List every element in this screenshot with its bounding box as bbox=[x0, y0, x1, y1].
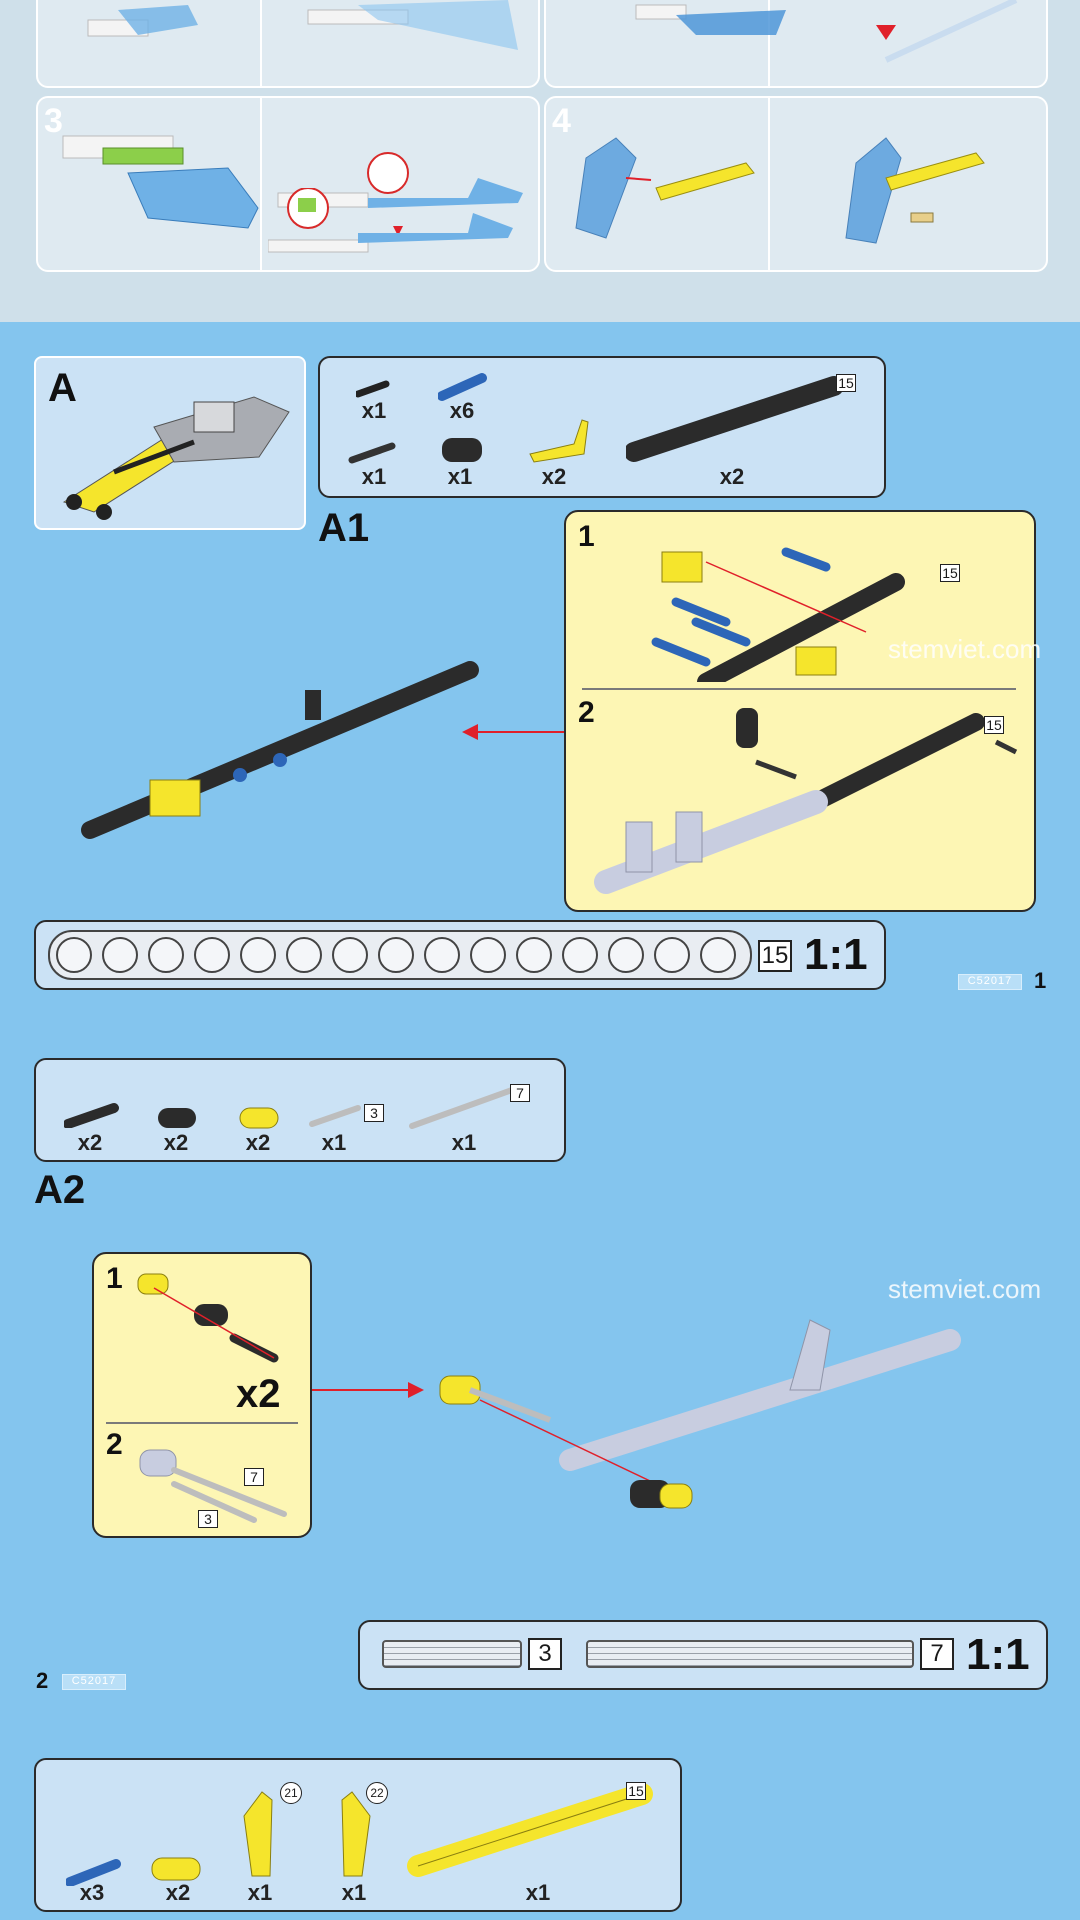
a1-assembly-illustration bbox=[81, 661, 479, 839]
part-icon-yellow-beam bbox=[407, 1783, 653, 1877]
step-divider bbox=[260, 0, 262, 86]
axle-size-box: 3 bbox=[364, 1104, 384, 1122]
part-qty: x2 bbox=[245, 1130, 271, 1155]
substep-1-illustration bbox=[651, 547, 905, 682]
a2-assembly-illustration bbox=[439, 1319, 961, 1509]
scale-label: 1:1 bbox=[804, 930, 868, 979]
part-qty: x2 bbox=[163, 1130, 189, 1155]
substep-1-number: 1 bbox=[578, 520, 595, 553]
scale-size-box: 7 bbox=[920, 1638, 954, 1670]
scale-size-box: 15 bbox=[758, 940, 792, 972]
beam-size-box: 15 bbox=[940, 564, 960, 582]
step-divider bbox=[768, 98, 770, 270]
axle-size-box: 3 bbox=[198, 1510, 218, 1528]
a1-substeps-panel: 1 15 2 15 bbox=[564, 510, 1036, 912]
step-number: 4 bbox=[552, 102, 571, 140]
part-qty: x1 bbox=[451, 1130, 477, 1155]
part-icon-black-beam bbox=[626, 376, 844, 462]
watermark: stemviet.com bbox=[888, 1274, 1042, 1304]
scale-beam-image bbox=[48, 930, 752, 980]
substep-1-illustration bbox=[137, 1273, 279, 1363]
watermark: stemviet.com bbox=[888, 634, 1042, 664]
model-a-preview: A bbox=[34, 356, 306, 530]
a2-substeps-panel: 1 x2 2 7 3 bbox=[92, 1252, 312, 1538]
beam-size-box: 15 bbox=[626, 1782, 646, 1800]
part-icon-axle-7 bbox=[409, 1087, 515, 1129]
parts-list-next: x3 x2 21 x1 22 x1 15 x1 bbox=[34, 1758, 682, 1912]
substep-multiplier: x2 bbox=[236, 1372, 281, 1416]
substep-divider bbox=[582, 688, 1016, 690]
step-divider bbox=[260, 98, 262, 270]
step-4-illustration bbox=[575, 137, 985, 244]
axle-size-box: 7 bbox=[510, 1084, 530, 1102]
step-box-3: 3 bbox=[36, 96, 540, 272]
step-illustration bbox=[87, 0, 518, 50]
part-qty: x1 bbox=[447, 464, 473, 489]
beam-holes bbox=[56, 937, 736, 973]
substep-2-number: 2 bbox=[106, 1428, 123, 1461]
step-a1-label: A1 bbox=[318, 506, 370, 550]
substep-2-illustration bbox=[594, 708, 1018, 894]
product-code: C52017 bbox=[62, 1674, 126, 1690]
section-a-label: A bbox=[48, 366, 77, 410]
step-box-4: 4 bbox=[544, 96, 1048, 272]
product-code: C52017 bbox=[958, 974, 1022, 990]
part-qty: x2 bbox=[541, 464, 567, 489]
page-number: 2 bbox=[36, 1668, 49, 1693]
part-qty: x1 bbox=[321, 1130, 347, 1155]
scale-axle-7-image bbox=[586, 1640, 914, 1668]
part-qty: x2 bbox=[719, 464, 745, 489]
part-icon-blue-pin bbox=[66, 1859, 121, 1886]
scale-size-box: 3 bbox=[528, 1638, 562, 1670]
part-icon-connector bbox=[158, 1108, 196, 1128]
beam-size-box: 15 bbox=[836, 374, 856, 392]
parts-list-a2: x2 x2 x2 3 x1 7 x1 bbox=[34, 1058, 566, 1162]
part-icon-axle-3 bbox=[309, 1105, 361, 1127]
scale-beam-15: 15 1:1 bbox=[34, 920, 886, 990]
part-qty: x1 bbox=[247, 1880, 273, 1905]
step-box-2 bbox=[544, 0, 1048, 88]
part-icon-panel-22 bbox=[341, 1791, 371, 1877]
part-icon-pin bbox=[356, 380, 390, 398]
substep-2-illustration bbox=[139, 1449, 287, 1523]
part-qty: x1 bbox=[361, 398, 387, 423]
assembly-arrow bbox=[312, 1382, 424, 1398]
model-a-image bbox=[62, 396, 290, 520]
step-number: 3 bbox=[44, 102, 63, 140]
part-number-22: 22 bbox=[366, 1782, 388, 1804]
step-3-illustration-lower bbox=[268, 188, 513, 253]
part-qty: x2 bbox=[77, 1130, 103, 1155]
step-illustration bbox=[635, 0, 1018, 63]
part-icon-axle-pin bbox=[348, 442, 396, 464]
substep-1-number: 1 bbox=[106, 1262, 123, 1295]
step-box-1 bbox=[36, 0, 540, 88]
scale-axles: 3 7 1:1 bbox=[358, 1620, 1048, 1690]
substep-divider bbox=[106, 1422, 298, 1424]
page-number: 1 bbox=[1034, 968, 1047, 993]
part-icon-yellow-connector bbox=[239, 1107, 279, 1129]
part-qty: x1 bbox=[341, 1880, 367, 1905]
part-qty: x2 bbox=[165, 1880, 191, 1905]
scale-axle-3-image bbox=[382, 1640, 522, 1668]
part-icon-yellow-connector bbox=[151, 1857, 201, 1881]
assembly-arrow bbox=[462, 724, 564, 740]
step-divider bbox=[768, 0, 770, 86]
part-qty: x6 bbox=[449, 398, 475, 423]
substep-2-number: 2 bbox=[578, 696, 595, 729]
part-qty: x1 bbox=[361, 464, 387, 489]
part-qty: x1 bbox=[525, 1880, 551, 1905]
step-a2-label: A2 bbox=[34, 1168, 86, 1212]
part-icon-axle-pin bbox=[64, 1103, 119, 1128]
beam-size-box: 15 bbox=[984, 716, 1004, 734]
part-icon-panel-21 bbox=[243, 1791, 273, 1877]
axle-size-box: 7 bbox=[244, 1468, 264, 1486]
parts-list-a1: x1 x6 x1 x1 x2 15 x2 bbox=[318, 356, 886, 498]
part-number-21: 21 bbox=[280, 1782, 302, 1804]
part-icon-blue-pin bbox=[438, 373, 487, 401]
scale-label: 1:1 bbox=[966, 1630, 1030, 1679]
part-qty: x3 bbox=[79, 1880, 105, 1905]
part-icon-yellow-liftarm bbox=[529, 419, 589, 463]
part-icon-connector bbox=[442, 438, 482, 462]
